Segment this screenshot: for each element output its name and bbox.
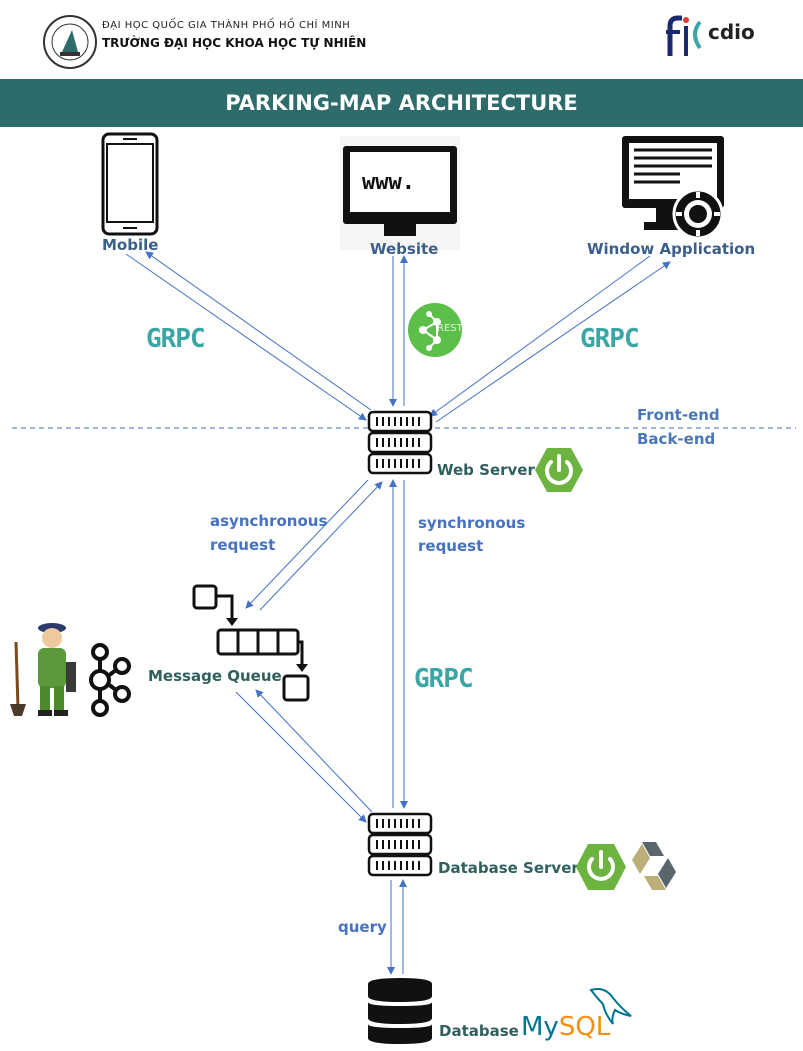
- grpc-mobile-label: GRPC: [146, 324, 206, 354]
- web-server-icon: [367, 410, 433, 476]
- database-label: Database: [439, 1022, 519, 1040]
- spring-boot-db-icon: [574, 842, 628, 892]
- www-text: www.: [362, 170, 415, 195]
- mysql-sql: SQL: [558, 1012, 611, 1042]
- arrow-web-to-mobile: [145, 251, 372, 411]
- mobile-label: Mobile: [102, 236, 159, 254]
- arrow-web-to-winapp: [435, 261, 671, 423]
- async-label-line2: request: [210, 536, 276, 554]
- web-server-label: Web Server: [437, 461, 535, 479]
- university-logo: [42, 14, 98, 70]
- university-line-2: TRƯỜNG ĐẠI HỌC KHOA HỌC TỰ NHIÊN: [102, 36, 367, 50]
- mobile-phone-icon: [101, 132, 159, 236]
- cdio-logo: cdio: [692, 14, 755, 54]
- window-app-label: Window Application: [587, 240, 756, 258]
- mysql-my: My: [521, 1012, 559, 1042]
- database-server-icon: [367, 812, 433, 878]
- title-bar: [0, 79, 803, 127]
- sync-label-line2: request: [418, 537, 484, 555]
- query-label: query: [338, 918, 387, 936]
- website-monitor-icon: www.: [340, 136, 460, 250]
- mysql-logo: MySQL: [521, 984, 633, 1044]
- arrow-queue-to-dbserver: [235, 691, 367, 823]
- kafka-icon: [84, 642, 132, 718]
- database-icon: [366, 976, 434, 1046]
- arrow-queue-to-web: [259, 481, 383, 611]
- cdio-text: cdio: [708, 20, 755, 44]
- arrow-dbserver-to-queue: [255, 689, 373, 813]
- mysql-text: MySQL: [521, 1012, 610, 1042]
- queue-icon: [190, 582, 314, 706]
- database-server-label: Database Server: [438, 859, 579, 877]
- arrow-winapp-to-web: [429, 255, 651, 417]
- arrow-web-to-queue: [245, 479, 369, 609]
- university-line-1: ĐẠI HỌC QUỐC GIA THÀNH PHỐ HỒ CHÍ MINH: [102, 20, 351, 31]
- fit-logo: [664, 12, 694, 60]
- spring-boot-icon: [533, 446, 585, 494]
- async-label-line1: asynchronous: [210, 512, 328, 530]
- kafka-mascot-figure: [8, 622, 78, 718]
- grpc-backend-label: GRPC: [414, 664, 474, 694]
- website-label: Website: [370, 240, 439, 258]
- backend-label: Back-end: [637, 430, 716, 448]
- window-app-icon: [620, 134, 726, 240]
- arrow-mobile-to-web: [125, 253, 367, 421]
- sync-label-line1: synchronous: [418, 514, 526, 532]
- grpc-window-app-label: GRPC: [580, 324, 640, 354]
- page-title: PARKING-MAP ARCHITECTURE: [225, 91, 578, 115]
- message-queue-label: Message Queue: [148, 667, 282, 685]
- frontend-label: Front-end: [637, 406, 720, 424]
- hibernate-icon: [630, 840, 678, 892]
- rest-icon: REST: [407, 302, 463, 358]
- rest-text: REST: [437, 323, 463, 334]
